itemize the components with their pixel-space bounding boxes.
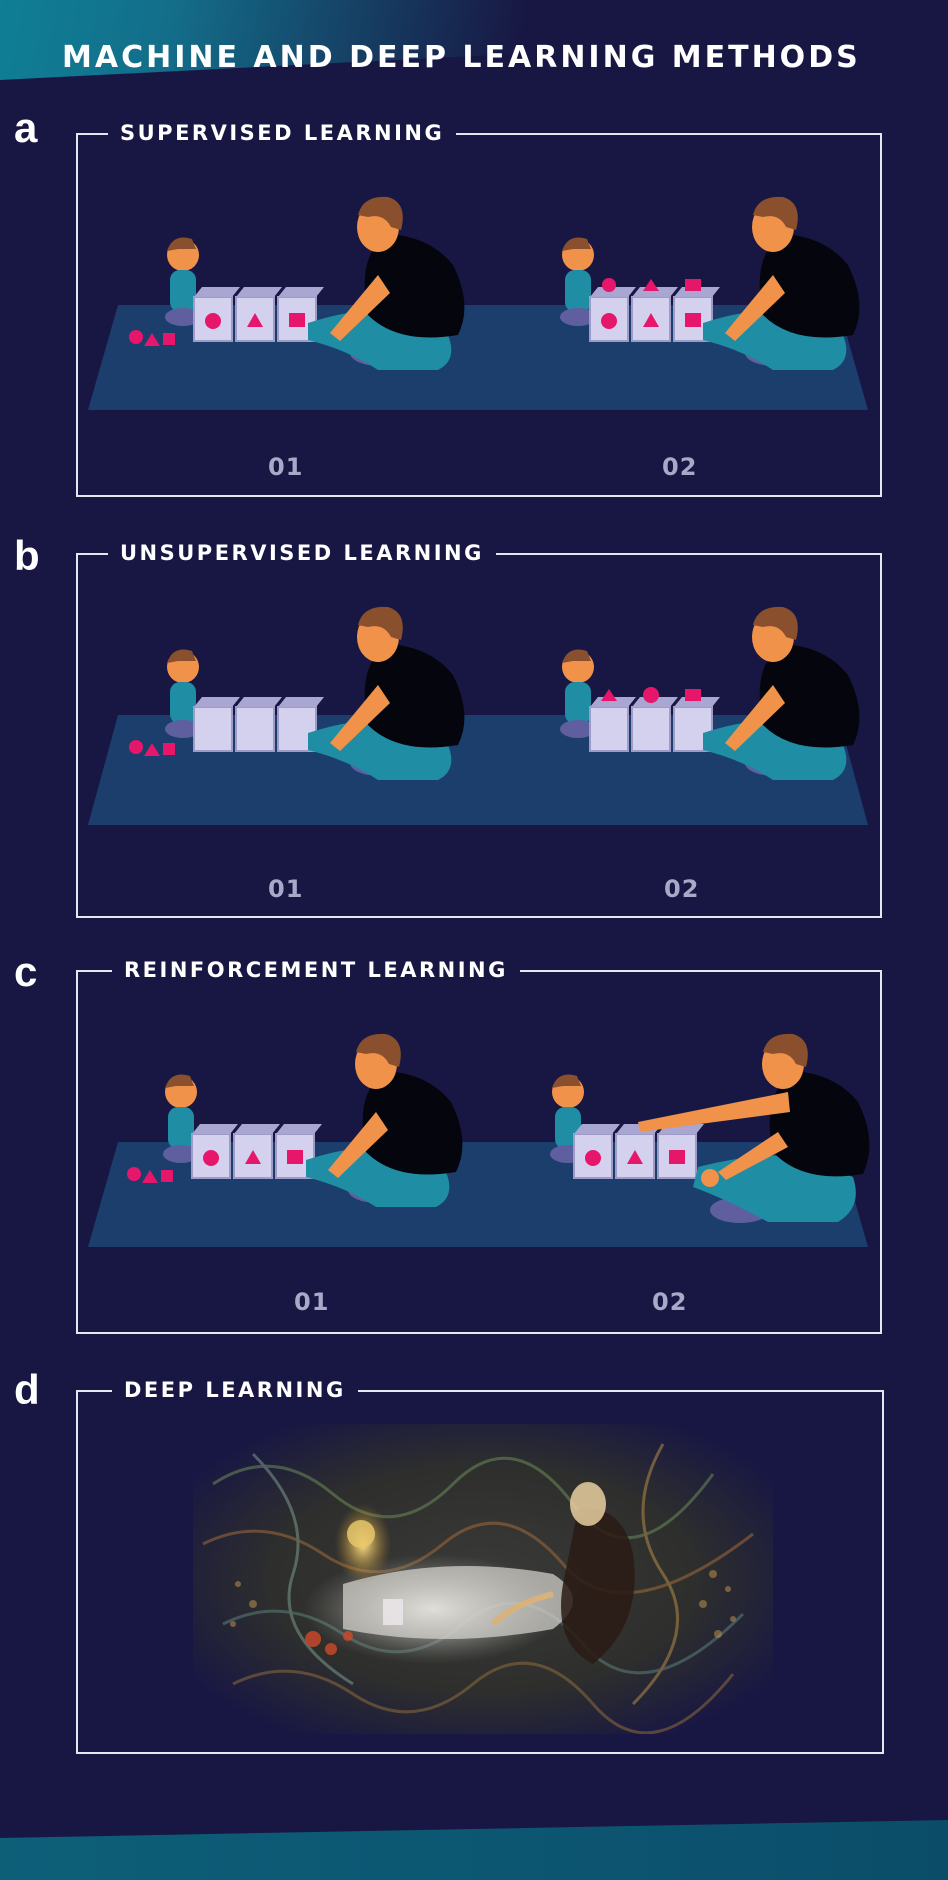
child-figure [560, 237, 596, 326]
scene-02 [550, 1033, 870, 1223]
panel-c-letter: c [14, 948, 38, 995]
scene-02 [560, 196, 860, 370]
panel-deep-learning: DEEP LEARNING [76, 1378, 884, 1754]
scene-02 [560, 606, 860, 780]
child-figure [163, 1074, 199, 1163]
panel-supervised: SUPERVISED LEARNING [76, 121, 882, 497]
parent-figure [703, 196, 860, 370]
sorting-boxes [573, 1124, 704, 1179]
square-shape-icon [163, 743, 175, 755]
step-label-02: 02 [664, 875, 700, 903]
panel-d-letter: d [14, 1366, 40, 1413]
sorting-boxes [193, 697, 324, 752]
step-label-01: 01 [268, 875, 304, 903]
scene-01 [127, 1033, 463, 1207]
panel-b-title: UNSUPERVISED LEARNING [108, 541, 496, 565]
reinforcement-scene [88, 1033, 870, 1247]
parent-figure [306, 1033, 463, 1207]
deep-dream-image [193, 1424, 773, 1734]
scene-01 [129, 196, 465, 370]
circle-shape-icon [127, 1167, 141, 1181]
sorting-boxes [589, 278, 720, 342]
step-label-01: 01 [294, 1288, 330, 1316]
bottom-band [0, 1820, 948, 1880]
panel-c-title: REINFORCEMENT LEARNING [112, 958, 520, 982]
panel-a-title: SUPERVISED LEARNING [108, 121, 457, 145]
panel-a-letter: a [14, 104, 38, 151]
supervised-scene [88, 196, 868, 410]
parent-figure [638, 1033, 870, 1223]
sorting-boxes [193, 287, 324, 342]
sorting-boxes [589, 687, 720, 752]
panel-d-title: DEEP LEARNING [112, 1378, 358, 1402]
square-shape-icon [161, 1170, 173, 1182]
panel-b-letter: b [14, 532, 40, 579]
triangle-shape-icon [144, 333, 160, 346]
scene-01 [129, 606, 465, 780]
step-label-02: 02 [652, 1288, 688, 1316]
square-shape-icon [163, 333, 175, 345]
child-figure [550, 1074, 586, 1163]
child-figure [560, 649, 596, 738]
step-label-02: 02 [662, 453, 698, 481]
circle-shape-icon [129, 740, 143, 754]
page-title: MACHINE AND DEEP LEARNING METHODS [62, 40, 861, 75]
circle-shape-icon [129, 330, 143, 344]
panel-reinforcement: REINFORCEMENT LEARNING [76, 958, 882, 1334]
triangle-shape-icon [144, 743, 160, 756]
sorting-boxes [191, 1124, 322, 1179]
parent-figure [703, 606, 860, 780]
parent-figure [308, 606, 465, 780]
parent-figure [308, 196, 465, 370]
triangle-shape-icon [142, 1170, 158, 1183]
unsupervised-scene [88, 606, 868, 825]
child-figure [165, 649, 201, 738]
step-label-01: 01 [268, 453, 304, 481]
child-figure [165, 237, 201, 326]
panel-unsupervised: UNSUPERVISED LEARNING [76, 541, 882, 918]
